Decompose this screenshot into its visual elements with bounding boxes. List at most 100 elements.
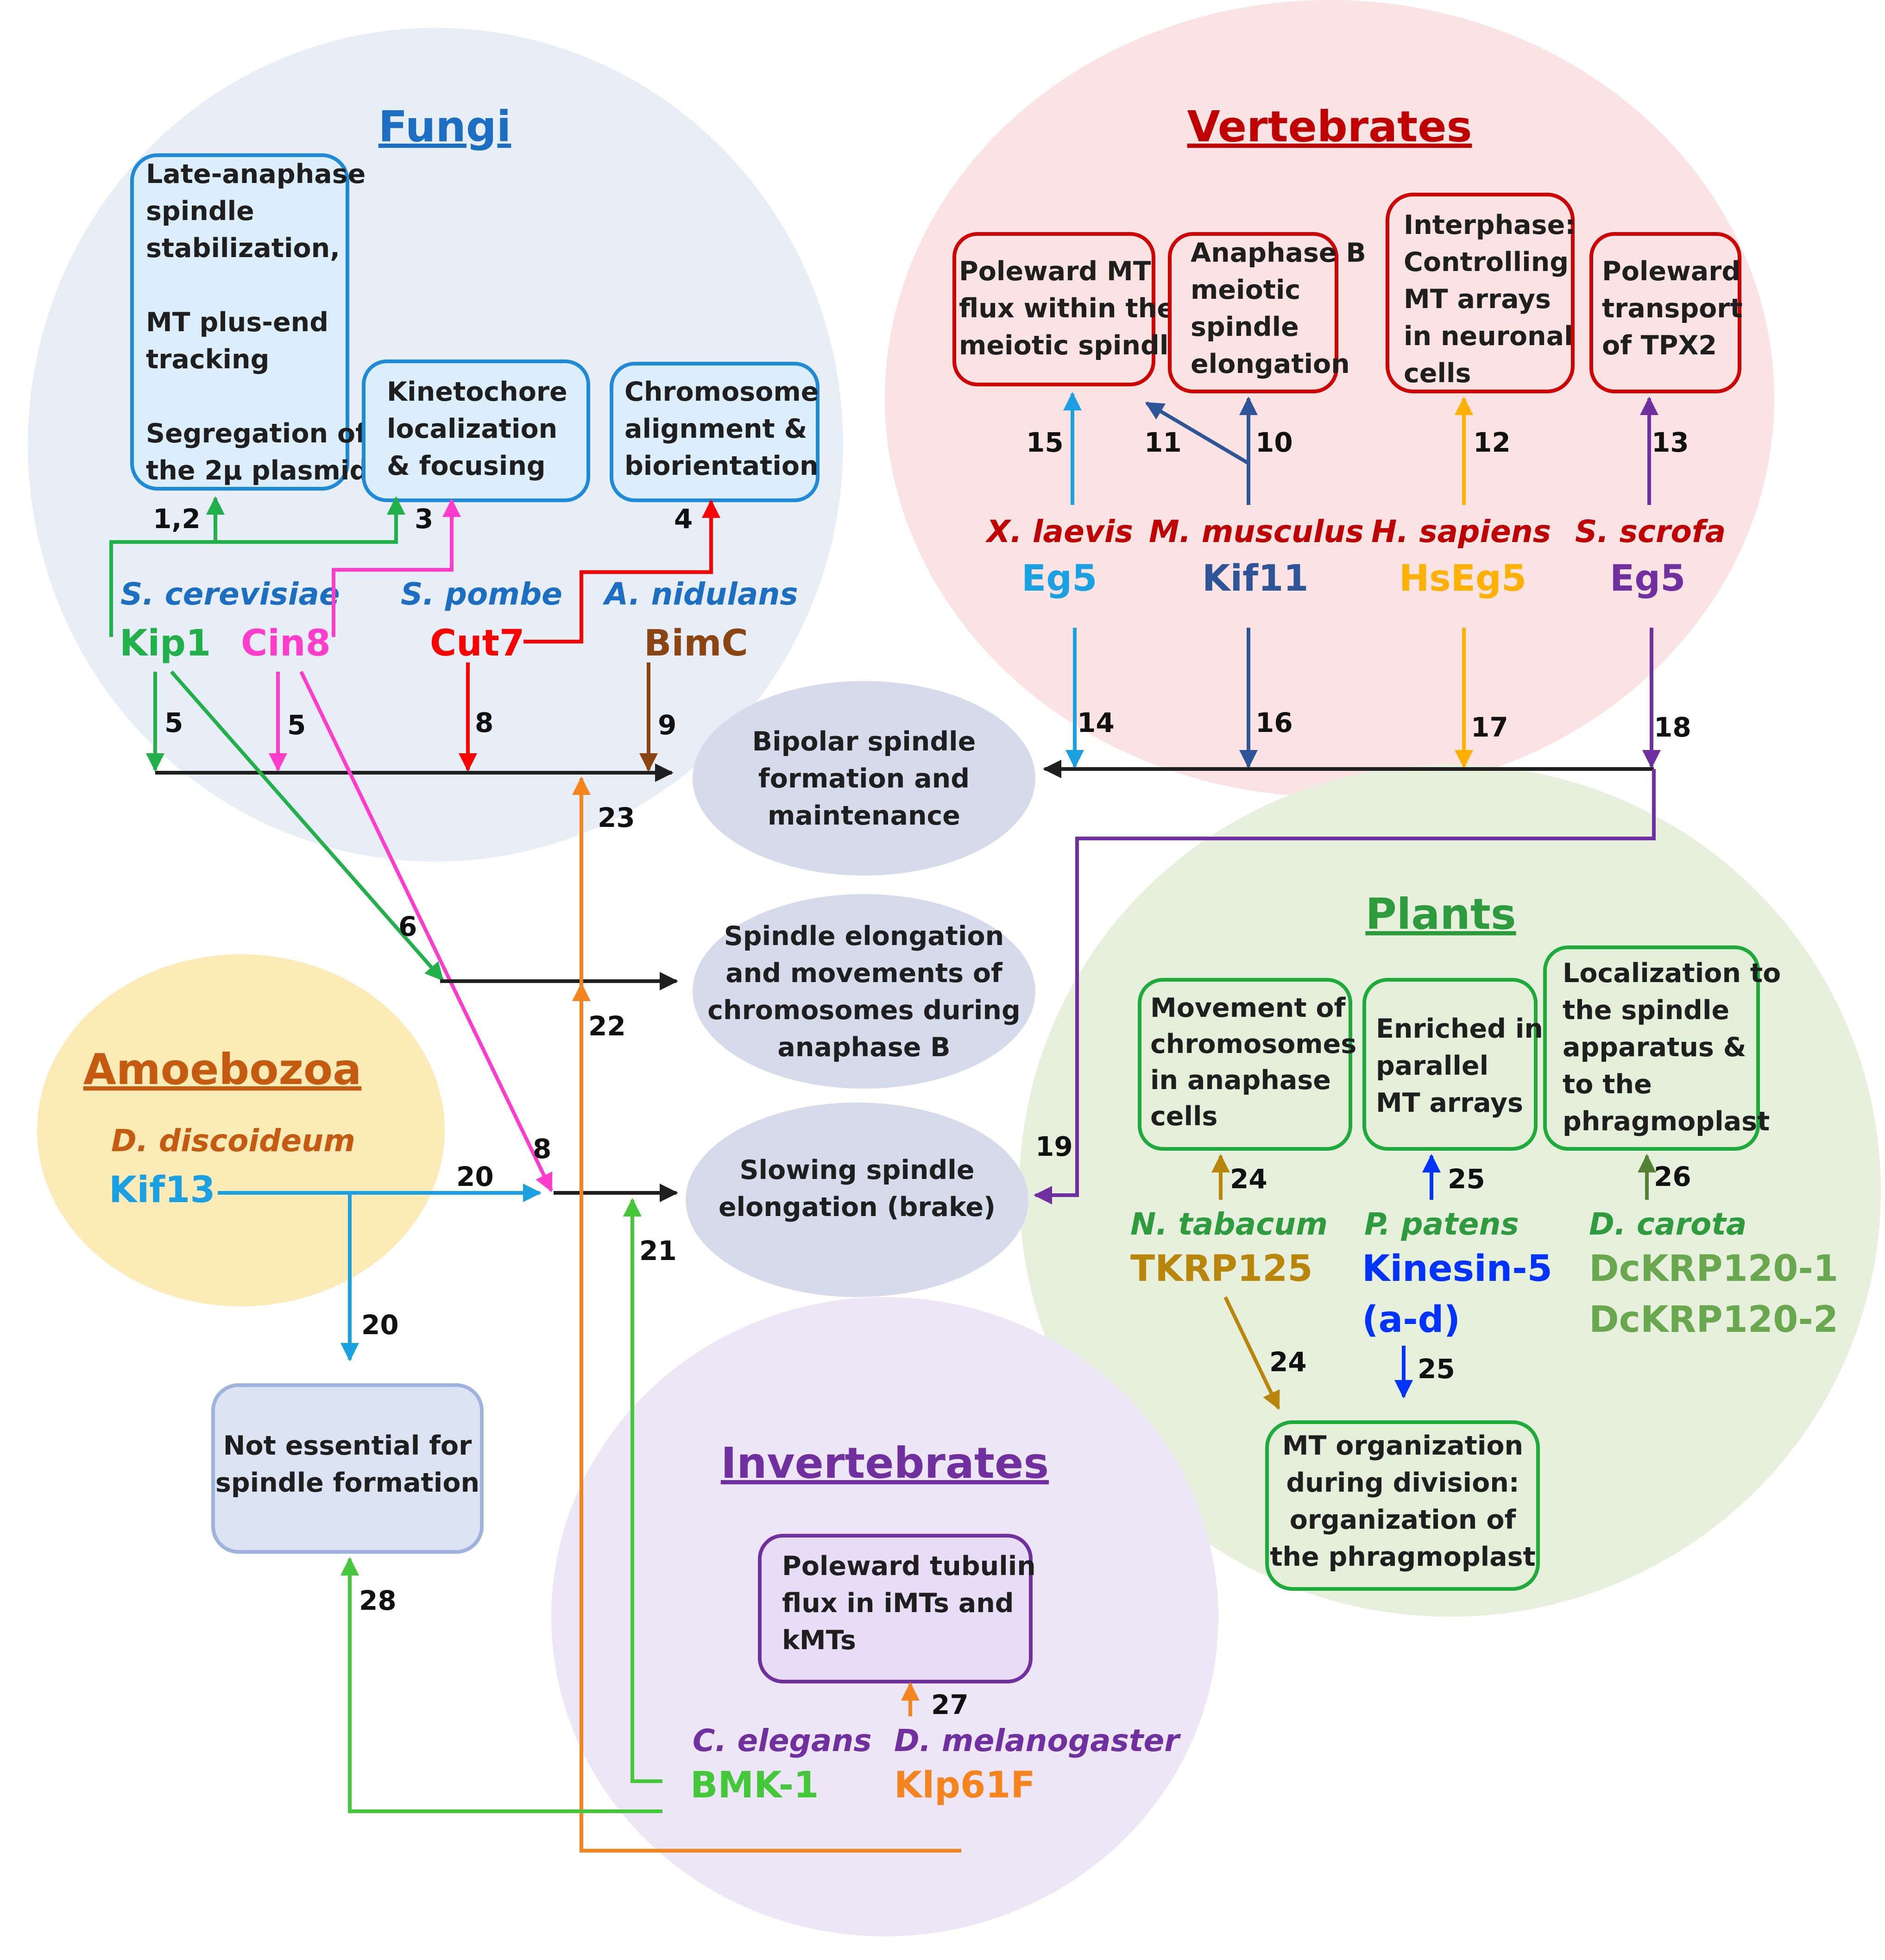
text-line: Anaphase B [1191, 238, 1366, 268]
elongation-hub [693, 894, 1035, 1089]
p-patens-label: P. patens [1364, 1206, 1519, 1242]
text-line: flux within the [959, 293, 1175, 324]
text-line: the spindle [1563, 995, 1729, 1026]
enriched-box [1362, 978, 1538, 1151]
text-line: and movements of [725, 958, 1003, 989]
text-line: MT plus-end [146, 307, 328, 338]
hseg5-label: HsEg5 [1399, 558, 1526, 599]
text-line: in neuronal [1404, 321, 1573, 352]
ref-23: 23 [598, 802, 635, 833]
text-line: during division: [1286, 1468, 1519, 1498]
tubulin-flux-box [758, 1534, 1033, 1683]
text-line: Not essential for [223, 1431, 472, 1461]
ref-19: 19 [1035, 1131, 1073, 1162]
s-cerevisiae-label: S. cerevisiae [120, 576, 340, 612]
text-line: to the [1563, 1069, 1652, 1100]
klp61f-to-bipolar-and-elongation [572, 776, 961, 1853]
text-line: chromosomes during [707, 995, 1021, 1026]
text-line [146, 270, 155, 301]
text-line: kMTs [782, 1625, 856, 1656]
ref-28: 28 [359, 1585, 397, 1616]
plants-title: Plants [1365, 889, 1516, 939]
amoebozoa-region [37, 954, 445, 1306]
text-line: MT organization [1282, 1431, 1523, 1461]
ref-17: 17 [1471, 712, 1508, 743]
slowing-hub [686, 1103, 1028, 1297]
movement-box [1138, 978, 1352, 1151]
ref-10: 10 [1255, 427, 1293, 458]
text-line: Poleward [1602, 256, 1740, 287]
text-line: the phragmoplast [1270, 1542, 1536, 1572]
d-discoideum-label: D. discoideum [111, 1123, 355, 1159]
text-line: spindle [1191, 312, 1299, 342]
n-tabacum-label: N. tabacum [1130, 1206, 1328, 1242]
text-line: alignment & [624, 414, 807, 444]
text-line: MT arrays [1404, 284, 1551, 315]
h-sapiens-label: H. sapiens [1371, 514, 1551, 549]
cut7-to-chromosome [523, 499, 720, 643]
bipolar-hub [693, 681, 1035, 876]
ref-6: 6 [398, 911, 417, 942]
text-line: formation and [758, 763, 970, 794]
text-line: stabilization, [146, 233, 340, 264]
bmk1-label: BMK-1 [690, 1765, 819, 1806]
kip1-to-kinetochore [215, 496, 405, 544]
bmk1-to-not-essential [340, 1557, 662, 1813]
text-line: parallel [1376, 1051, 1488, 1081]
ref-24b: 24 [1269, 1346, 1307, 1378]
dckrp120-1-label: DcKRP120-1 [1589, 1248, 1838, 1290]
text-line: transport [1602, 293, 1743, 324]
text-line: meiotic [1191, 275, 1300, 305]
not-essential-text: Not essential for spindle formation [215, 1431, 479, 1498]
enriched-text: Enriched in parallel MT arrays [1376, 1014, 1543, 1118]
ref-9: 9 [658, 709, 676, 741]
ref-26: 26 [1654, 1161, 1691, 1192]
text-line: Spindle elongation [724, 921, 1004, 952]
ref-14: 14 [1077, 707, 1115, 738]
text-line: apparatus & [1563, 1032, 1746, 1063]
cin8-to-kinetochore [332, 498, 461, 637]
ref-15: 15 [1026, 427, 1064, 458]
text-line: Movement of [1150, 993, 1346, 1023]
text-line: & focusing [387, 451, 546, 481]
text-line: Bipolar spindle [752, 726, 976, 757]
vertebrates-title: Vertebrates [1187, 102, 1472, 151]
text-line [146, 381, 155, 412]
text-line: Kinetochore [387, 377, 567, 407]
ref-18: 18 [1654, 712, 1691, 743]
text-line: Poleward MT [959, 256, 1151, 287]
ref-4: 4 [674, 503, 693, 535]
text-line: Enriched in [1376, 1014, 1543, 1044]
text-line: spindle formation [215, 1468, 479, 1498]
bipolar-hub-text: Bipolar spindle formation and maintenance [752, 726, 976, 831]
mmusculus-to-poleward-flux [1145, 401, 1250, 465]
ref-5b: 5 [287, 709, 306, 741]
interphase-box [1386, 193, 1575, 393]
text-line: localization [387, 414, 557, 444]
d-melanogaster-label: D. melanogaster [894, 1723, 1181, 1758]
elongation-hub-text: Spindle elongation and movements of chromo… [707, 921, 1021, 1063]
ref-25a: 25 [1448, 1163, 1485, 1195]
ref-21: 21 [639, 1235, 677, 1267]
tkrp125-label: TKRP125 [1130, 1248, 1313, 1290]
ref-13: 13 [1652, 427, 1689, 458]
sscrofa-to-slowing [1034, 769, 1656, 1204]
text-line: MT arrays [1376, 1088, 1523, 1118]
ref-27: 27 [931, 1689, 969, 1721]
kif11-label: Kif11 [1202, 558, 1309, 599]
ref-24a: 24 [1230, 1163, 1267, 1195]
kif13-label: Kif13 [109, 1169, 215, 1211]
amoebozoa-title: Amoebozoa [83, 1045, 362, 1094]
cin8-to-slowing-diagonal [299, 671, 553, 1192]
ref-20a: 20 [456, 1161, 494, 1192]
text-line: maintenance [768, 800, 960, 831]
text-line: in anaphase [1150, 1065, 1331, 1096]
ref-22: 22 [588, 1010, 626, 1042]
text-line: flux in iMTs and [782, 1588, 1014, 1619]
